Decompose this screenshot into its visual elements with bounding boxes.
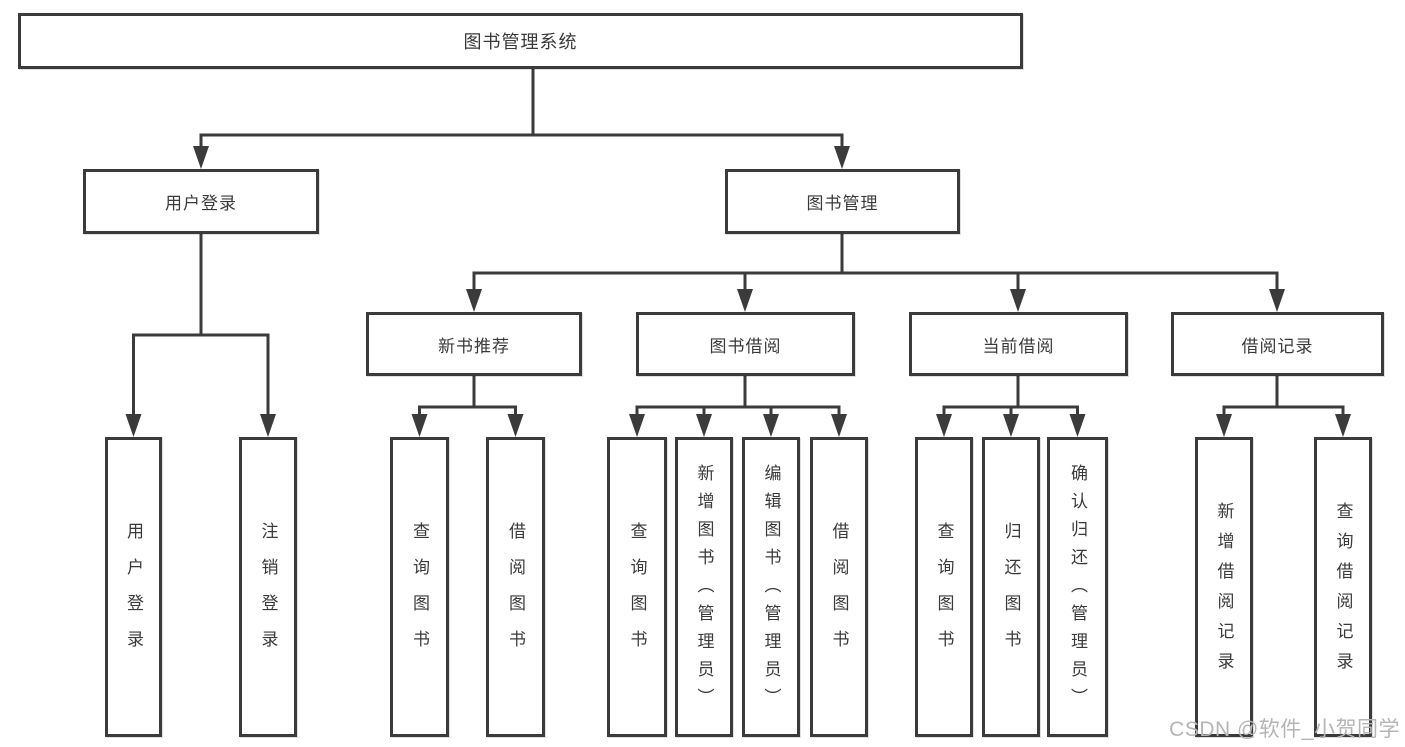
connector-root-to-level2 [193,69,850,169]
node-new-book-recommend: 新书推荐 [366,312,582,376]
leaf-edit-book-admin: 编辑图书（管理员） [742,437,800,737]
leaf-borrow-books-1: 借阅图书 [486,437,545,737]
leaf-add-borrow-record: 新增借阅记录 [1195,437,1253,737]
leaf-user-login: 用户登录 [105,437,162,737]
connector-userlogin-to-leaves [125,234,276,437]
node-book-management: 图书管理 [725,169,960,234]
leaf-query-books-1: 查询图书 [390,437,449,737]
connector-newbooks-to-leaves [411,376,524,437]
node-book-borrow: 图书借阅 [636,312,855,376]
connector-bookmgmt-to-level3 [466,234,1285,312]
leaf-return-book: 归还图书 [982,437,1040,737]
leaf-borrow-books-2: 借阅图书 [810,437,868,737]
connector-borrow-to-leaves [629,376,847,437]
node-current-borrow: 当前借阅 [909,312,1128,376]
leaf-query-books-2: 查询图书 [607,437,667,737]
node-borrow-records: 借阅记录 [1171,312,1384,376]
csdn-watermark: CSDN @软件_小贺同学 [1169,718,1400,741]
leaf-add-book-admin: 新增图书（管理员） [675,437,733,737]
leaf-query-books-3: 查询图书 [915,437,973,737]
leaf-query-borrow-record: 查询借阅记录 [1314,437,1372,737]
node-user-login: 用户登录 [83,169,319,234]
connector-records-to-leaves [1216,376,1351,437]
node-root: 图书管理系统 [18,13,1023,69]
leaf-logout: 注销登录 [239,437,297,737]
connector-current-to-leaves [936,376,1086,437]
leaf-confirm-return-admin: 确认归还（管理员） [1047,437,1108,737]
